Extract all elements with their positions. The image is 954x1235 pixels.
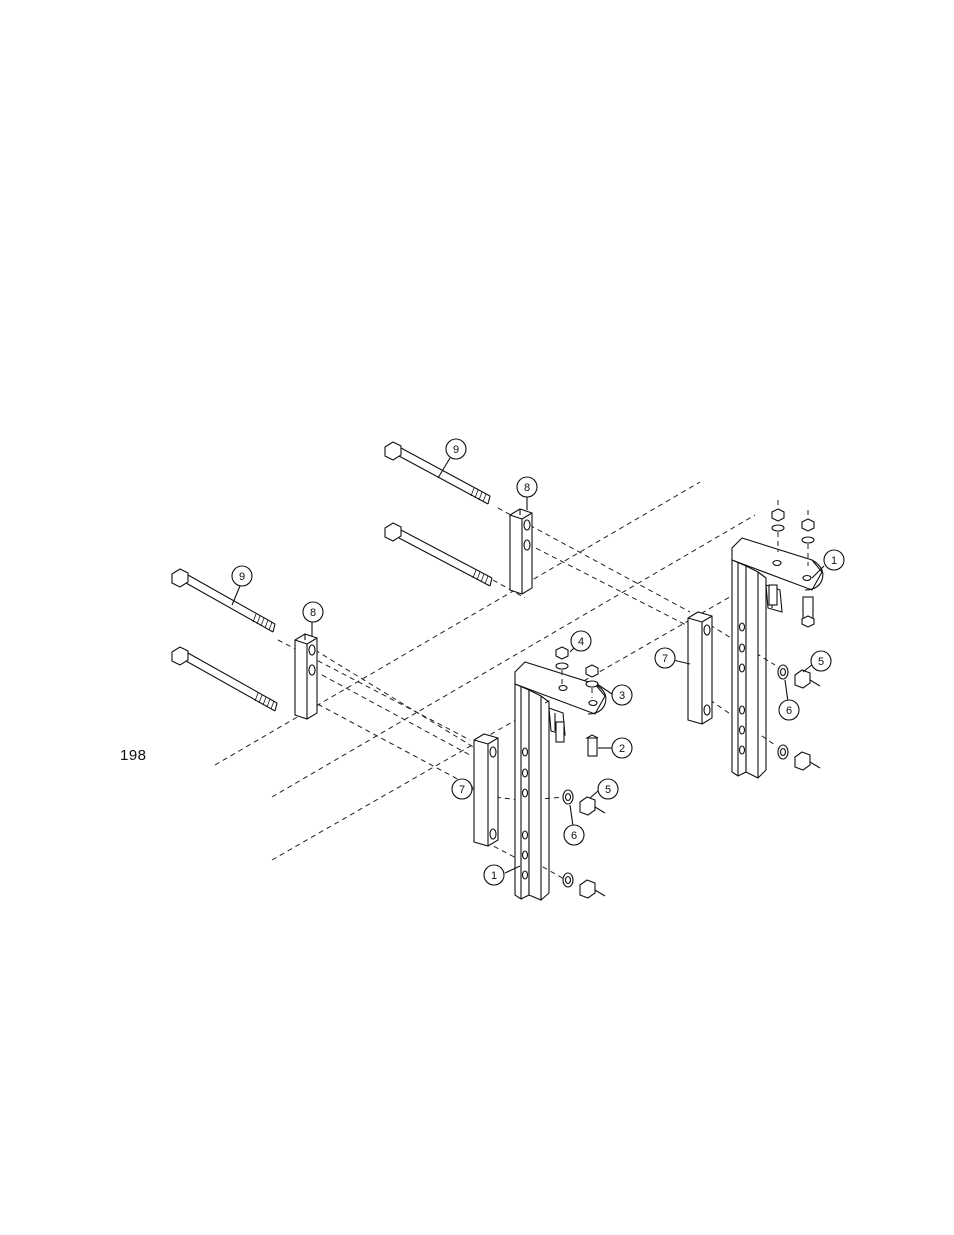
callout-8-upper-text: 8	[524, 482, 530, 494]
callout-1-right: 1	[824, 550, 844, 570]
callout-7-left: 7	[452, 779, 472, 799]
spacer-block-right	[688, 612, 712, 724]
callout-7-right-text: 7	[662, 653, 668, 665]
callout-1-left: 1	[484, 865, 504, 885]
callout-2-text: 2	[619, 743, 625, 755]
spacer-block-left	[474, 734, 498, 846]
callout-5-left-text: 5	[605, 784, 611, 796]
callout-8-lower-text: 8	[310, 607, 316, 619]
callout-7-left-text: 7	[459, 784, 465, 796]
bolt-upper-front	[385, 523, 492, 586]
plate-lower	[295, 634, 317, 719]
callout-3-text: 3	[619, 690, 625, 702]
bolt-lower-rear	[172, 569, 275, 632]
callout-9-lower: 9	[232, 566, 252, 586]
callout-4: 4	[571, 631, 591, 651]
callout-5-left: 5	[598, 779, 618, 799]
callout-6-right-text: 6	[786, 705, 792, 717]
callout-9-upper: 9	[446, 439, 466, 459]
callout-8-lower: 8	[303, 602, 323, 622]
plate-upper	[510, 509, 532, 594]
callout-5-right-text: 5	[818, 656, 824, 668]
callout-6-right: 6	[779, 700, 799, 720]
callout-3: 3	[612, 685, 632, 705]
bolt-lower-front	[172, 647, 277, 711]
callout-1-right-text: 1	[831, 555, 837, 567]
callout-8-upper: 8	[517, 477, 537, 497]
callout-4-text: 4	[578, 636, 584, 648]
callout-6-left: 6	[564, 825, 584, 845]
callout-2: 2	[612, 738, 632, 758]
callout-5-right: 5	[811, 651, 831, 671]
callout-7-right: 7	[655, 648, 675, 668]
callout-6-left-text: 6	[571, 830, 577, 842]
callout-9-upper-text: 9	[453, 444, 459, 456]
bracket-right	[732, 538, 823, 778]
bolt-upper-rear	[385, 442, 490, 504]
callout-9-lower-text: 9	[239, 571, 245, 583]
callout-1-left-text: 1	[491, 870, 497, 882]
